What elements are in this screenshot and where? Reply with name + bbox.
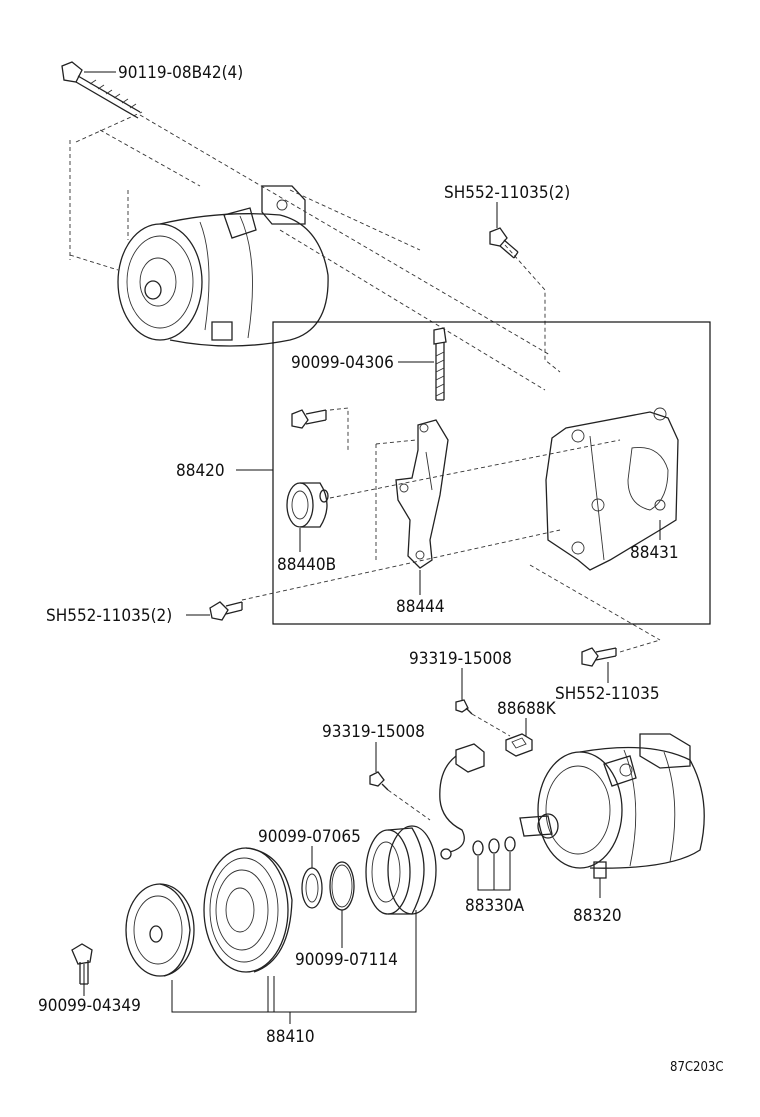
bolt-sh552-top-illustration [489,227,519,259]
screw-a-illustration [455,699,473,715]
guide-box-2 [329,439,621,499]
label-snap-ring-a: 90099-07065 [258,827,361,847]
guide-sh552-right [619,639,661,653]
guide-box-1 [329,407,349,452]
label-sh552-top: SH552-11035(2) [444,183,570,203]
snap-ring-a-illustration [301,867,323,909]
label-clutch: 88410 [266,1027,315,1047]
label-bracket: 88431 [630,543,679,563]
snap-ring-b-illustration [329,861,355,911]
guide-lines-top [69,111,561,391]
leader-88410-bracket [171,910,417,1013]
guide-box-4 [375,439,417,445]
screw-b-illustration [369,771,389,791]
bolt-bottom-illustration [71,943,93,985]
guide-screw-a [471,713,511,737]
label-shims: 88330A [465,896,525,916]
label-idler: 88440B [277,555,336,575]
bolt-sh552-right-illustration [581,647,617,667]
guide-box-5 [241,529,561,601]
label-screw-a: 93319-15008 [409,649,512,669]
pressure-plate-illustration [125,883,195,977]
pulley-illustration [203,847,293,973]
label-bolt-bottom: 90099-04349 [38,996,141,1016]
sensor-illustration [505,733,533,757]
plate-88444-illustration [395,419,449,569]
guide-screw-b [387,789,431,821]
label-plate: 88444 [396,597,445,617]
bolt-small-box-illustration [291,409,327,429]
shims-illustration [472,836,516,856]
label-snap-ring-b: 90099-07114 [295,950,398,970]
assembly-88420-box [272,321,711,625]
field-coil-illustration [365,825,437,915]
bolt-90099-04306-illustration [433,327,447,401]
label-sh552-left: SH552-11035(2) [46,606,172,626]
guide-box-6 [529,564,661,641]
connector-wire-illustration [439,743,485,860]
label-bolt-top: 90119-08B42(4) [118,63,243,83]
label-compressor: 88320 [573,906,622,926]
bolt-sh552-left-illustration [209,601,243,621]
compressor-bottom-illustration [519,733,705,879]
bolt-90119-illustration [61,61,141,119]
idler-pulley-illustration [286,482,329,528]
label-screw-b: 93319-15008 [322,722,425,742]
leader-shims [477,852,511,891]
compressor-top-illustration [117,185,329,347]
label-bolt-88420: 90099-04306 [291,353,394,373]
label-bracket-assy: 88420 [176,461,225,481]
label-sh552-right: SH552-11035 [555,684,660,704]
label-sensor: 88688K [497,699,557,719]
figure-reference: 87C203C [670,1060,724,1075]
